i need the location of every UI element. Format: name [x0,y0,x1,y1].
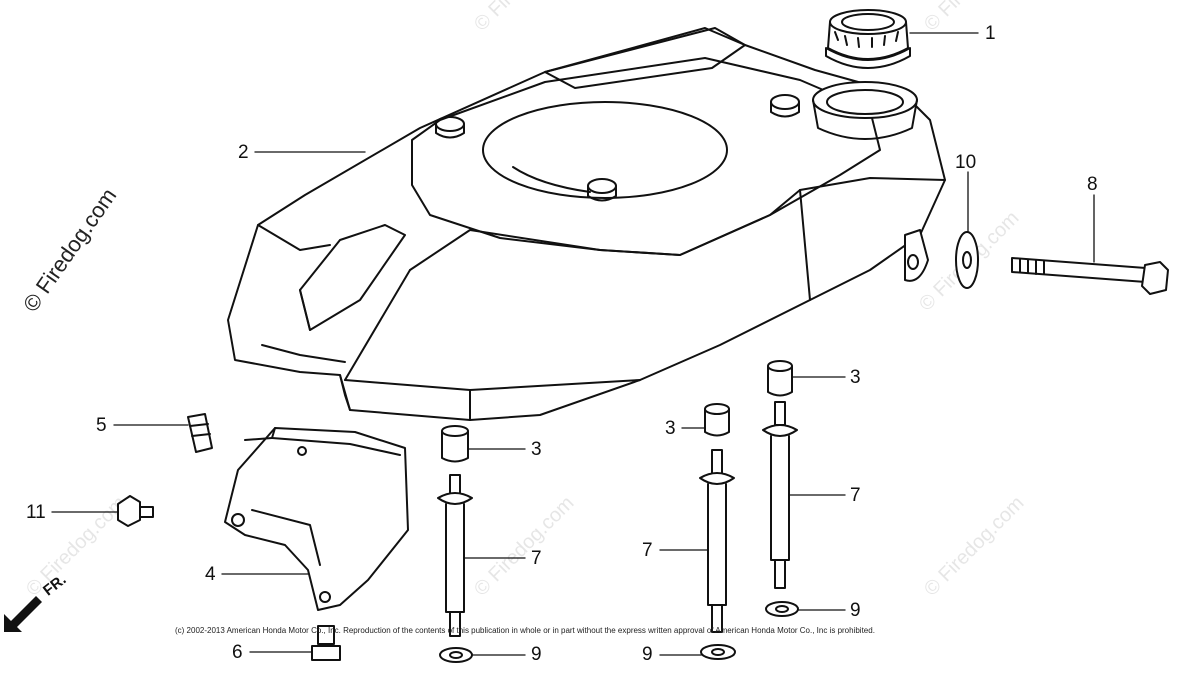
part-3-collar-right [767,360,793,397]
part-9-washer-left [439,647,473,663]
part-9-washer-mid [700,644,736,660]
boss-right [770,94,800,118]
callout-10: 10 [955,152,977,173]
callout-2: 2 [238,142,249,163]
part-7-stud-left [437,474,473,637]
callout-7-right: 7 [850,485,861,506]
leader-lines [51,32,1095,656]
part-9-washer-right [765,601,799,617]
callout-5: 5 [96,415,107,436]
callout-3-mid: 3 [665,418,676,439]
part-5-clip [187,413,213,453]
part-7-stud-mid [699,449,735,633]
callout-8: 8 [1087,174,1098,195]
part-4-baffle [224,427,409,611]
copyright-notice: (c) 2002-2013 American Honda Motor Co., … [175,626,875,635]
callout-9-mid: 9 [642,644,653,665]
callout-4: 4 [205,564,216,585]
part-3-collar-mid [704,403,730,437]
part-1-cap [825,9,911,69]
part-11-bolt [117,495,154,527]
boss-front [587,178,617,202]
fr-arrow-icon [4,596,42,632]
callout-7-left: 7 [531,548,542,569]
fan-cover [227,27,946,421]
callout-7-mid: 7 [642,540,653,561]
part-7-stud-right [762,401,798,589]
filler-neck [812,81,918,140]
callout-9-left: 9 [531,644,542,665]
part-8-bolt [1011,257,1169,295]
callout-11: 11 [26,502,46,523]
callout-1: 1 [985,23,996,44]
callout-6: 6 [232,642,243,663]
callout-3-left: 3 [531,439,542,460]
part-6-bolt [311,625,341,661]
part-3-collar-left [441,425,469,463]
boss-left [435,116,465,139]
callout-3-right: 3 [850,367,861,388]
part-10-washer [955,231,979,289]
callout-9-right: 9 [850,600,861,621]
